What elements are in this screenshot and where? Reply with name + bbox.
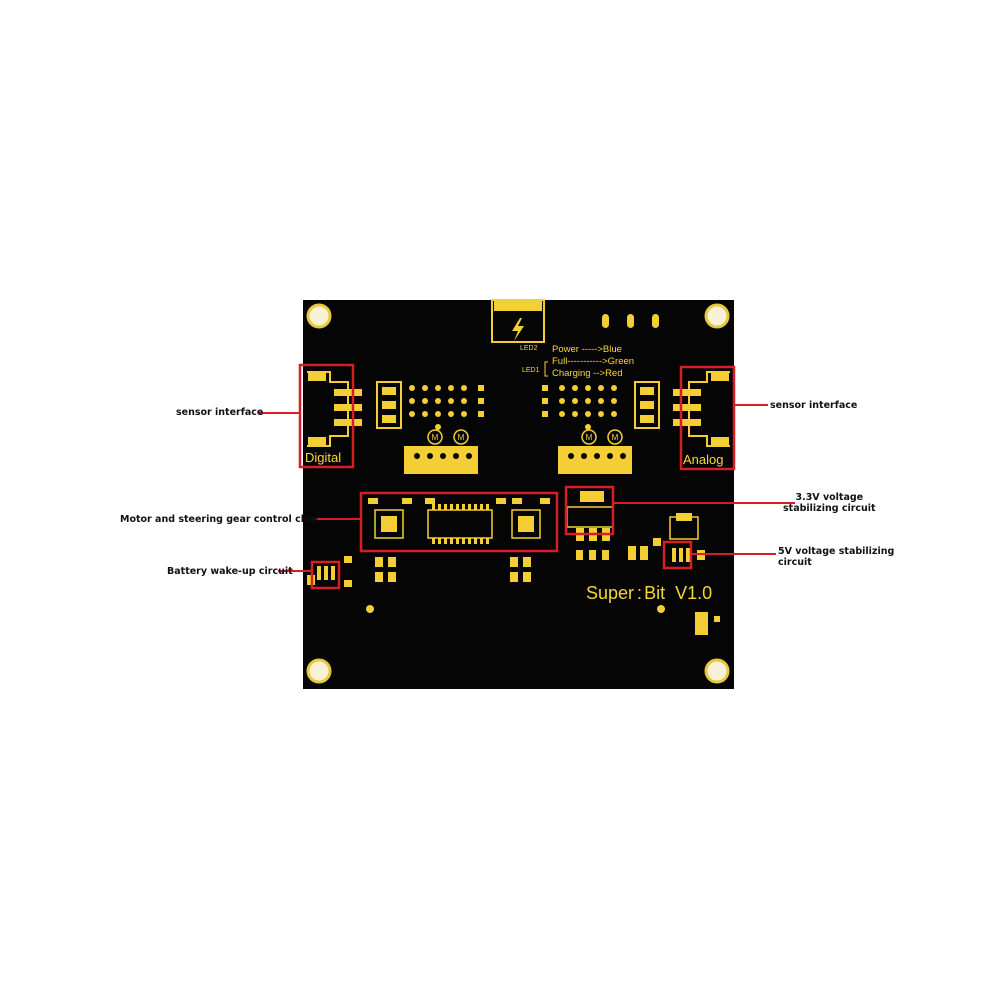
digital-port-label: Digital [305, 450, 341, 465]
callout-motor-chip: Motor and steering gear control chip [120, 514, 318, 525]
right-pin-column [634, 381, 660, 429]
motor-symbol-4: M [612, 433, 619, 442]
motor-control-chips [368, 498, 550, 544]
led-power-text: Power ----->Blue [552, 344, 622, 355]
board-name-version: V1.0 [675, 583, 712, 603]
led1-label: LED1 [522, 367, 540, 374]
highlight-motor-chip [359, 491, 559, 553]
power-connector [491, 299, 545, 343]
callout-5v-line1: 5V voltage stabilizing [778, 546, 895, 557]
board-name-super: Super [586, 583, 634, 603]
led-full-text: Full----------->Green [552, 356, 634, 367]
mounting-hole-top-left [306, 303, 332, 329]
right-motor-connector: M M [558, 429, 632, 474]
motor-symbol-2: M [458, 433, 465, 442]
left-pin-column [376, 381, 402, 429]
board-name: Super:Bit V1.0 [586, 583, 720, 635]
digital-sensor-port: Digital [305, 371, 362, 465]
analog-sensor-port: Analog [673, 371, 730, 467]
lightning-icon [512, 318, 524, 341]
callout-3v3-line1: 3.3V voltage [795, 492, 864, 503]
header-pads-top-right [602, 314, 659, 328]
highlight-sensor-right [679, 365, 736, 471]
callout-5v: 5V voltage stabilizing circuit [778, 546, 894, 568]
analog-port-label: Analog [683, 452, 723, 467]
highlight-3v3 [564, 485, 615, 536]
led2-label: LED2 [520, 345, 538, 352]
right-header-matrix [542, 385, 617, 430]
mounting-hole-top-right [704, 303, 730, 329]
highlight-battery [310, 560, 341, 590]
callout-5v-line2: circuit [778, 557, 812, 568]
pcb-board [303, 300, 734, 689]
motor-symbol-3: M [586, 433, 593, 442]
left-header-matrix [409, 385, 484, 430]
board-name-bit: Bit [644, 583, 665, 603]
motor-symbol-1: M [432, 433, 439, 442]
mounting-hole-bottom-right [704, 658, 730, 684]
callout-3v3-line2: stabilizing circuit [783, 503, 876, 514]
highlight-sensor-left [298, 363, 355, 469]
led-legend: LED2 LED1 Power ----->Blue Full---------… [520, 344, 634, 379]
small-components [307, 556, 665, 613]
callout-sensor-left: sensor interface [176, 407, 264, 418]
callout-battery: Battery wake-up circuit [167, 566, 293, 577]
callout-sensor-right: sensor interface [770, 400, 858, 411]
callout-3v3: 3.3V voltage stabilizing circuit [783, 492, 876, 514]
board-name-colon: : [637, 583, 642, 603]
battery-wakeup-parts [317, 566, 335, 580]
led-charging-text: Charging -->Red [552, 368, 623, 379]
mounting-hole-bottom-left [306, 658, 332, 684]
left-motor-connector: M M [404, 429, 478, 474]
